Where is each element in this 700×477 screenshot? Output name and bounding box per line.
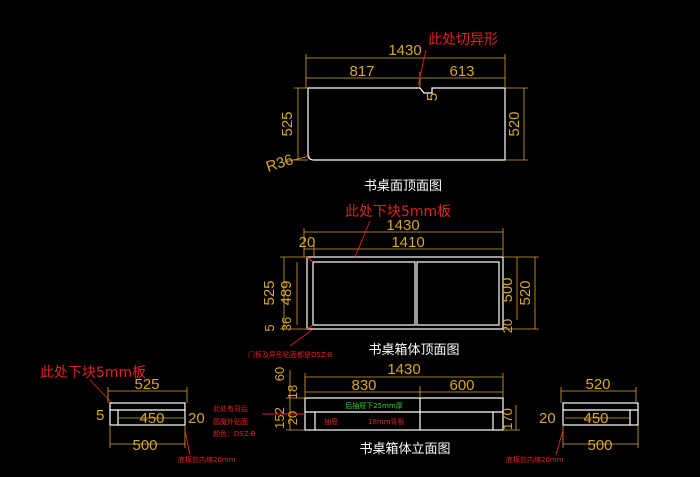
top-dim-right: 613	[449, 63, 474, 80]
box-dim-left-small-a: 36	[279, 317, 294, 331]
top-view-title: 书桌面顶面图	[364, 179, 442, 194]
box-dim-inner-height: 489	[278, 280, 295, 305]
top-dim-radius: R36	[264, 151, 295, 176]
right-dim-bottom: 500	[587, 437, 612, 454]
box-dim-left-height: 525	[261, 280, 278, 305]
right-side-section: 520 450 20 500 底板前内缩20mm	[506, 376, 639, 464]
box-cell-left	[312, 261, 416, 326]
box-dim-offset: 20	[299, 234, 316, 251]
elevation-view: 1430 830 600 60 18 152 20 170 后抽屉下25mm厚 …	[213, 361, 520, 457]
elev-label-drawer-face: 后抽屉下25mm厚	[345, 401, 403, 410]
elev-dim-h-b: 18	[285, 385, 300, 399]
left-dim-side: 5	[96, 407, 104, 424]
left-dim-bottom: 500	[132, 437, 157, 454]
top-dim-height-left: 525	[279, 111, 296, 136]
elev-dim-left: 830	[351, 377, 376, 394]
elev-label-drawer: 抽屉	[324, 417, 338, 426]
box-dim-overall: 1430	[386, 217, 419, 234]
right-dim-top: 520	[585, 376, 610, 393]
top-dim-notch: 5	[424, 93, 441, 101]
box-dim-right-outer: 520	[517, 280, 534, 305]
top-dim-left: 817	[349, 63, 374, 80]
box-top-title: 书桌箱体顶面图	[368, 342, 459, 358]
box-top-note: 此处下块5mm板	[345, 204, 451, 220]
elev-dim-h-d: 20	[285, 411, 300, 425]
box-dim-left-small-b: 5	[262, 324, 277, 331]
elev-dim-right: 600	[449, 377, 474, 394]
elev-small-note-b: 圆魔外贴面	[213, 417, 248, 426]
elev-dim-h-a: 60	[272, 367, 287, 381]
box-dim-inner: 1410	[391, 234, 424, 251]
right-dim-depth: 450	[583, 410, 608, 427]
left-side-note: 此处下块5mm板	[40, 365, 146, 381]
right-dim-gap: 20	[539, 410, 556, 427]
tabletop-outline	[307, 87, 506, 161]
box-dim-right-inner: 500	[499, 277, 516, 302]
right-side-body	[562, 402, 639, 426]
elev-dim-h-c: 152	[272, 407, 287, 429]
left-side-body	[109, 402, 186, 426]
right-side-small-note: 底板前内缩20mm	[506, 455, 564, 464]
elev-dim-overall: 1430	[387, 361, 420, 378]
box-dim-right-bottom: 20	[500, 319, 515, 333]
elevation-title: 书桌箱体立面图	[359, 441, 450, 457]
box-cell-right	[416, 261, 500, 326]
box-top-view: 1430 20 1410 525 489 36 5 500 520 20 此处下…	[248, 204, 539, 359]
elev-small-note-c: 颜色：DSZ-B	[213, 429, 256, 438]
top-dim-height-right: 520	[506, 111, 523, 136]
left-dim-top: 525	[134, 376, 159, 393]
top-view-note: 此处切异形	[428, 32, 498, 48]
elev-small-note-a: 此处有背后	[213, 404, 248, 413]
top-view: 1430 817 613 5 525 520 R36 此处切异形 书桌面顶面图	[264, 32, 528, 194]
left-dim-depth: 450	[139, 410, 164, 427]
elev-label-back-panel: 18mm背板	[368, 417, 405, 426]
left-side-section: 此处下块5mm板 525 450 5 20 500 底板前内缩20mm	[40, 365, 236, 464]
box-outline	[306, 256, 504, 330]
box-top-small-note: 门板及异形贴面都是DSZ-B	[248, 350, 333, 359]
left-dim-gap: 20	[188, 410, 205, 427]
elev-dim-right-h: 170	[500, 408, 515, 430]
top-dim-overall: 1430	[388, 42, 421, 59]
left-side-small-note: 底板前内缩20mm	[178, 455, 236, 464]
